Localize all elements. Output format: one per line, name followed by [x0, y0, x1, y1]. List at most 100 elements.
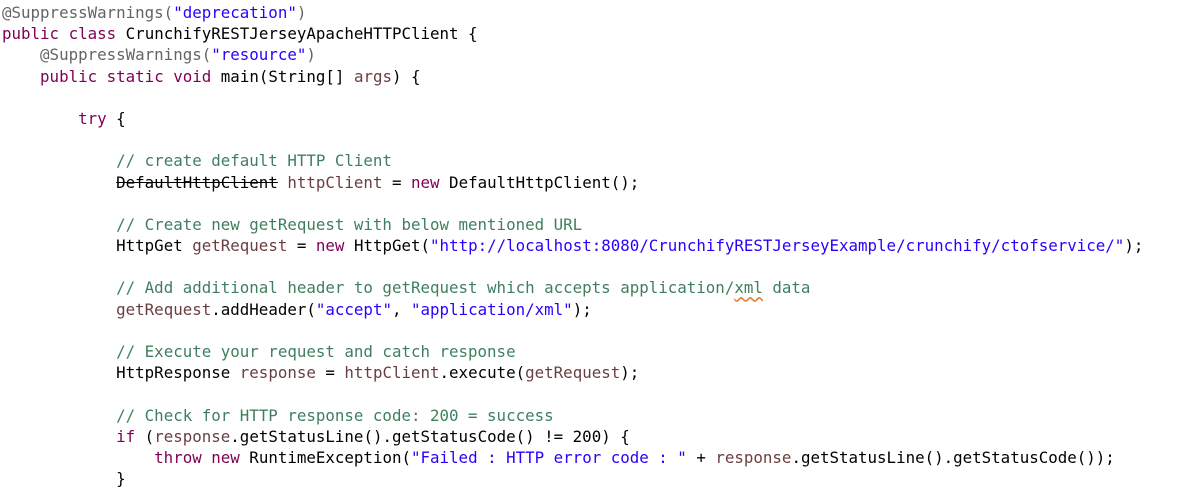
code-line: throw new RuntimeException("Failed : HTT…: [2, 447, 1143, 468]
code-token: .getStatusLine().getStatusCode() != 200)…: [230, 426, 630, 446]
code-area[interactable]: @SuppressWarnings("deprecation")public c…: [2, 2, 1143, 489]
code-token: static: [106, 66, 164, 86]
code-token: throw: [154, 447, 202, 467]
code-indent: [2, 151, 116, 170]
code-line: @SuppressWarnings("resource"): [2, 44, 1143, 65]
code-token: {: [106, 108, 126, 128]
code-token: );: [620, 363, 640, 383]
code-indent: [2, 236, 116, 255]
code-token: getRequest: [525, 363, 621, 383]
code-line: public class CrunchifyRESTJerseyApacheHT…: [2, 23, 1143, 44]
code-token: httpClient: [344, 363, 440, 383]
code-token: HttpGet: [116, 236, 193, 256]
code-token: new: [315, 236, 345, 256]
code-token: getRequest: [116, 299, 212, 319]
code-token: // Execute your request and catch respon…: [116, 342, 516, 361]
code-line: [2, 193, 1143, 214]
code-token: "resource": [211, 45, 307, 65]
code-token: .addHeader(: [211, 299, 316, 319]
code-indent: [2, 469, 116, 488]
code-token: [164, 67, 174, 86]
code-token: main(String[]: [211, 66, 354, 86]
code-token: // Create new getRequest with below ment…: [116, 214, 583, 234]
code-token: =: [315, 363, 345, 383]
code-token: (: [135, 426, 155, 446]
code-token: @SuppressWarnings(: [40, 45, 212, 65]
code-token: "accept": [315, 299, 392, 319]
code-line: // Execute your request and catch respon…: [2, 341, 1143, 362]
code-line: HttpResponse response = httpClient.execu…: [2, 362, 1143, 383]
code-token: [59, 24, 69, 43]
code-indent: [2, 109, 78, 128]
code-line: getRequest.addHeader("accept", "applicat…: [2, 299, 1143, 320]
code-line: // create default HTTP Client: [2, 150, 1143, 171]
code-token: "application/xml": [411, 299, 573, 319]
code-token: response: [154, 426, 231, 446]
code-line: @SuppressWarnings("deprecation"): [2, 2, 1143, 23]
code-token: getRequest: [192, 236, 288, 256]
code-token: @SuppressWarnings(: [2, 3, 174, 22]
code-token: DefaultHttpClient();: [439, 172, 640, 192]
code-line: [2, 383, 1143, 404]
code-indent: [2, 215, 116, 234]
code-indent: [2, 300, 116, 319]
code-token: );: [1124, 236, 1144, 256]
code-token: "http://localhost:8080/CrunchifyRESTJers…: [430, 236, 1125, 256]
code-token: // create default HTTP Client: [116, 151, 392, 171]
code-line: public static void main(String[] args) {: [2, 66, 1143, 87]
code-token: "Failed : HTTP error code : ": [411, 447, 687, 467]
code-token: CrunchifyRESTJerseyApacheHTTPClient {: [116, 24, 478, 44]
code-line: // Add additional header to getRequest w…: [2, 277, 1143, 298]
code-indent: [2, 406, 116, 425]
code-token: httpClient: [287, 172, 383, 192]
code-line: try {: [2, 108, 1143, 129]
code-token: ) {: [392, 66, 421, 86]
code-token: void: [173, 66, 212, 86]
code-line: // Create new getRequest with below ment…: [2, 214, 1143, 235]
code-token: response: [715, 447, 792, 467]
code-indent: [2, 173, 116, 192]
code-line: if (response.getStatusLine().getStatusCo…: [2, 426, 1143, 447]
code-indent: [2, 427, 116, 446]
code-token: .getStatusLine().getStatusCode());: [791, 447, 1115, 467]
code-indent: [2, 45, 40, 64]
code-token: args: [353, 66, 392, 86]
code-line: DefaultHttpClient httpClient = new Defau…: [2, 172, 1143, 193]
code-indent: [2, 448, 154, 467]
code-token: }: [116, 469, 126, 489]
code-token: HttpResponse: [116, 363, 240, 383]
code-line: }: [2, 468, 1143, 489]
code-token: );: [572, 299, 592, 319]
code-line: [2, 87, 1143, 108]
code-line: HttpGet getRequest = new HttpGet("http:/…: [2, 235, 1143, 256]
code-line: [2, 320, 1143, 341]
code-token: HttpGet(: [344, 236, 431, 256]
code-token: // Add additional header to getRequest w…: [116, 278, 735, 298]
code-token: =: [287, 236, 316, 256]
code-token: new: [411, 172, 440, 192]
code-line: [2, 256, 1143, 277]
code-token: [202, 448, 212, 467]
code-token: ,: [391, 299, 411, 319]
code-token: if: [116, 426, 136, 446]
code-token: class: [68, 24, 117, 44]
code-token: // Check for HTTP response code: 200 = s…: [116, 405, 554, 425]
code-token: ): [296, 3, 307, 22]
code-token: =: [382, 172, 411, 192]
code-token: RuntimeException(: [239, 447, 411, 467]
code-token: xml: [734, 278, 763, 298]
code-indent: [2, 363, 116, 382]
code-token: +: [686, 447, 716, 467]
code-token: [97, 67, 107, 86]
code-token: public: [40, 66, 98, 86]
code-token: "deprecation": [173, 3, 297, 22]
code-line: [2, 129, 1143, 150]
code-line: // Check for HTTP response code: 200 = s…: [2, 405, 1143, 426]
code-token: public: [2, 24, 60, 44]
code-token: DefaultHttpClient: [116, 172, 278, 192]
code-token: new: [211, 447, 240, 467]
code-token: response: [239, 363, 316, 383]
code-indent: [2, 342, 116, 361]
code-token: .execute(: [439, 363, 526, 383]
